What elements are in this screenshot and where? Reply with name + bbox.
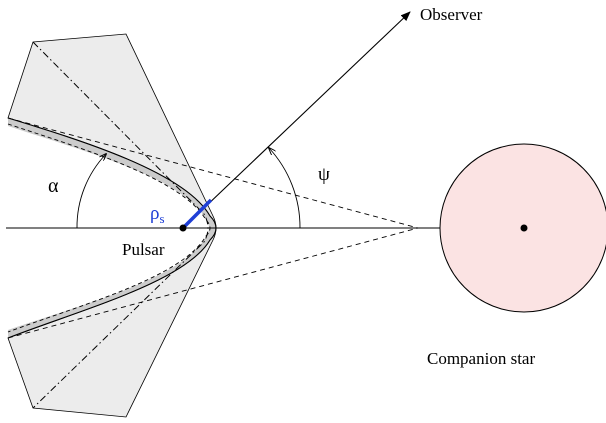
asymptote-lower	[7, 227, 419, 339]
rho-s-segment	[181, 198, 213, 230]
observer-label: Observer	[420, 5, 483, 24]
rho-s-label: ρs	[150, 203, 165, 226]
rho-subscript: s	[159, 211, 164, 226]
companion-center-dot	[520, 224, 528, 232]
alpha-label: α	[48, 175, 59, 197]
pulsar-label: Pulsar	[122, 240, 165, 259]
pulsar-dot	[179, 224, 187, 232]
asymptote-upper	[7, 117, 419, 229]
alpha-arc	[76, 154, 106, 229]
psi-arc	[269, 148, 301, 229]
rho-symbol: ρ	[150, 203, 159, 224]
observer-arrow	[182, 11, 411, 229]
companion-label: Companion star	[427, 349, 535, 368]
psi-label: ψ	[318, 164, 330, 185]
